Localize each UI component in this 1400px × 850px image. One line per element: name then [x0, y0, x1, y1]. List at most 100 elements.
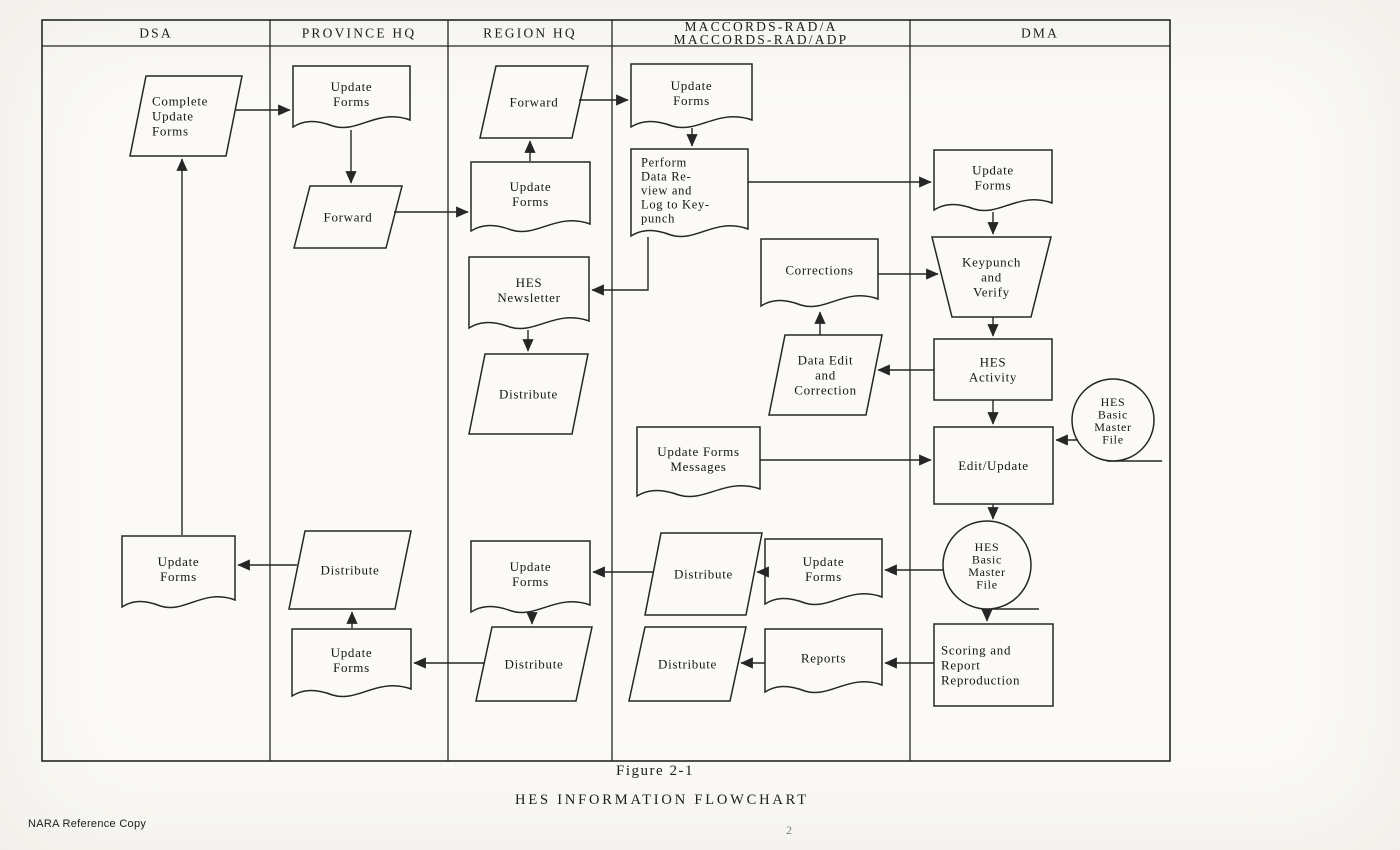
node-label-line: Reproduction [941, 673, 1020, 688]
node-label-line: Forms [512, 194, 549, 209]
rect-shape [933, 338, 1053, 401]
node-label-line: Forms [673, 93, 710, 108]
lane-title-dma: DMA [1021, 26, 1059, 41]
node-label: Distribute [499, 387, 558, 402]
node-label-line: Update [158, 554, 200, 569]
node-label-line: Forms [333, 94, 370, 109]
node-label-line: Forms [805, 569, 842, 584]
node-label-line: Update Forms [657, 444, 739, 459]
node-reg-distribute-mid: Distribute [468, 353, 589, 435]
document-shape [636, 426, 761, 498]
node-label-line: Reports [801, 651, 846, 666]
node-label: Forward [510, 95, 559, 110]
node-label-line: Update [510, 179, 552, 194]
lane-title-line: MACCORDS-RAD/ADP [674, 32, 849, 47]
node-label-line: punch [641, 212, 675, 226]
parallelogram-shape [468, 353, 589, 435]
circle-shape [1071, 378, 1155, 462]
node-label-line: Master [1094, 420, 1132, 434]
node-label-line: Forms [512, 574, 549, 589]
node-reg-distribute-bottom: Distribute [475, 626, 593, 702]
document-shape [630, 148, 749, 238]
node-label-line: Scoring and [941, 643, 1011, 658]
node-prov-distribute: Distribute [288, 530, 412, 610]
node-label-line: Perform [641, 156, 687, 170]
lane-title-line: DMA [1021, 26, 1059, 41]
parallelogram-shape [288, 530, 412, 610]
node-label-line: Update [972, 163, 1014, 178]
document-shape [470, 540, 591, 614]
node-label: Edit/Update [958, 458, 1029, 473]
document-shape [470, 161, 591, 233]
document-shape [760, 238, 879, 308]
node-label: Distribute [321, 563, 380, 578]
node-label-line: HES [1101, 395, 1126, 409]
node-label-line: view and [641, 184, 692, 198]
node-label-line: File [976, 577, 997, 591]
trapezoid-shape [931, 236, 1052, 318]
node-label-line: Report [941, 658, 981, 673]
node-label-line: Keypunch [962, 255, 1021, 270]
node-label-line: HES [980, 355, 1007, 370]
node-label-line: Update [331, 645, 373, 660]
node-label-line: HES [975, 540, 1000, 554]
parallelogram-shape [644, 532, 763, 616]
lane-title-province: PROVINCE HQ [302, 26, 417, 41]
document-shape [933, 149, 1053, 212]
lane-title-line: REGION HQ [483, 26, 577, 41]
node-label-line: File [1102, 432, 1123, 446]
node-label-line: Update [510, 559, 552, 574]
node-label-line: Basic [972, 552, 1002, 566]
parallelogram-shape [628, 626, 747, 702]
document-shape [292, 65, 411, 129]
node-label-line: Forward [510, 95, 559, 110]
node-label-line: and [981, 270, 1002, 285]
node-mac-distribute-bottom: Distribute [628, 626, 747, 702]
document-shape [764, 538, 883, 606]
nara-reference-stamp: NARA Reference Copy [28, 818, 147, 830]
node-label-line: Corrections [785, 263, 853, 278]
node-label-line: Distribute [499, 387, 558, 402]
node-label-line: Distribute [321, 563, 380, 578]
node-label-line: Complete [152, 94, 208, 109]
node-label-line: and [815, 368, 836, 383]
node-label-line: Distribute [505, 657, 564, 672]
node-label-line: Correction [794, 383, 857, 398]
node-label-line: Data Edit [798, 353, 854, 368]
rect-shape [933, 426, 1054, 505]
node-label-line: Forms [152, 124, 189, 139]
node-dma-edit-update: Edit/Update [933, 426, 1054, 505]
page-number: 2 [786, 823, 792, 837]
parallelogram-shape [479, 65, 589, 139]
document-shape [121, 535, 236, 609]
node-label: Distribute [674, 567, 733, 582]
